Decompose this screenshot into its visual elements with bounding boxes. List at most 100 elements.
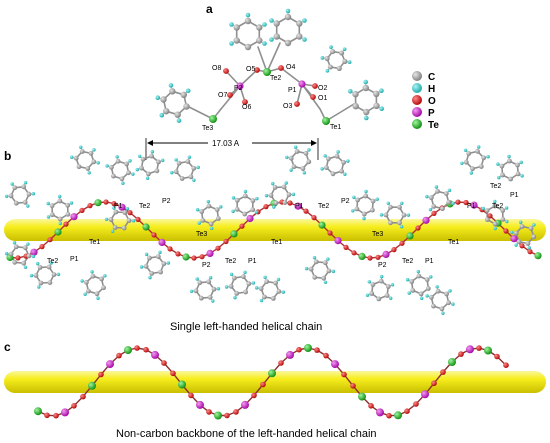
label-b-p1g: P1	[510, 192, 519, 199]
atom-h	[416, 269, 421, 274]
atom-o	[224, 412, 230, 419]
atom-c	[466, 151, 472, 156]
atom-h	[390, 283, 395, 287]
atom-h	[231, 209, 235, 214]
atom-h	[185, 88, 191, 94]
atom-c	[481, 155, 487, 161]
atom-o	[223, 68, 229, 74]
atom-h	[4, 194, 9, 199]
atom-c	[234, 197, 240, 203]
atom-h	[128, 159, 132, 163]
label-o3: O3	[283, 103, 292, 110]
atom-c	[428, 195, 434, 201]
atom-p	[466, 345, 474, 354]
atom-o	[503, 362, 509, 369]
atom-o	[399, 240, 405, 246]
atom-h	[79, 145, 83, 149]
atom-c	[327, 64, 333, 70]
atom-c	[369, 291, 375, 296]
atom-c	[191, 165, 197, 171]
atom-h	[428, 207, 433, 212]
bond	[266, 42, 281, 73]
atom-c	[363, 108, 370, 116]
atom-h	[56, 272, 61, 277]
atom-o	[233, 409, 239, 415]
atom-c	[303, 150, 309, 156]
atom-h	[481, 206, 485, 211]
atom-c	[214, 207, 220, 213]
atom-h	[229, 22, 234, 27]
atom-p	[151, 350, 159, 359]
atom-p	[286, 350, 294, 359]
atom-h	[448, 289, 452, 293]
atom-h	[96, 296, 100, 300]
atom-h	[325, 68, 330, 73]
atom-c	[140, 156, 146, 162]
atom-o	[341, 371, 347, 378]
atom-c	[113, 209, 119, 215]
atom-c	[234, 291, 240, 296]
legend-swatch-c	[412, 71, 422, 81]
legend-label-te: Te	[428, 120, 439, 131]
atom-h	[527, 246, 532, 250]
atom-h	[96, 161, 100, 165]
atom-o	[215, 245, 221, 251]
atom-o	[311, 215, 317, 221]
atom-h	[83, 292, 87, 296]
atom-h	[192, 178, 196, 182]
atom-h	[326, 257, 330, 261]
atom-h	[243, 189, 248, 194]
atom-c	[149, 271, 155, 276]
atom-c	[312, 274, 318, 280]
atom-c	[388, 204, 393, 210]
atom-h	[148, 275, 152, 280]
atom-h	[254, 210, 259, 214]
atom-h	[476, 145, 481, 149]
atom-c	[65, 211, 71, 217]
atom-p	[206, 249, 214, 257]
atom-c	[342, 58, 348, 64]
atom-c	[26, 253, 32, 259]
atom-h	[29, 273, 34, 278]
atom-c	[500, 172, 505, 178]
atom-h	[323, 280, 328, 285]
atom-c	[13, 244, 19, 250]
label-b-te2b: Te2	[225, 258, 236, 265]
atom-c	[500, 208, 506, 213]
atom-h	[320, 167, 324, 171]
atom-h	[302, 171, 307, 175]
bond	[239, 69, 258, 87]
atom-c	[286, 192, 292, 198]
atom-c	[431, 303, 436, 309]
atom-h	[399, 224, 404, 229]
atom-c	[65, 202, 71, 208]
atom-te	[178, 380, 186, 389]
atom-h	[26, 204, 30, 208]
distance-marker: 17.03 A	[145, 138, 319, 160]
atom-te	[263, 68, 271, 76]
atom-o	[251, 392, 257, 399]
atom-c	[122, 210, 128, 215]
atom-c	[508, 176, 513, 182]
atom-te	[448, 358, 456, 366]
atom-h	[329, 45, 333, 49]
atom-p	[70, 213, 78, 221]
caption-b: Single left-handed helical chain	[170, 321, 322, 333]
atom-c	[362, 84, 369, 92]
label-p2: P2	[234, 85, 243, 92]
atom-te	[209, 115, 217, 123]
atom-h	[150, 149, 155, 154]
atom-c	[383, 212, 389, 218]
atom-p	[236, 82, 244, 90]
atom-h	[441, 311, 445, 315]
label-o8: O8	[212, 65, 221, 72]
atom-c	[13, 200, 19, 206]
atom-c	[373, 102, 380, 110]
atom-c	[73, 155, 79, 161]
atom-o	[111, 201, 117, 207]
atom-p	[382, 250, 390, 258]
backbone-c	[34, 344, 509, 420]
atom-c	[121, 225, 127, 231]
atom-o	[368, 403, 374, 409]
atom-c	[424, 277, 430, 282]
